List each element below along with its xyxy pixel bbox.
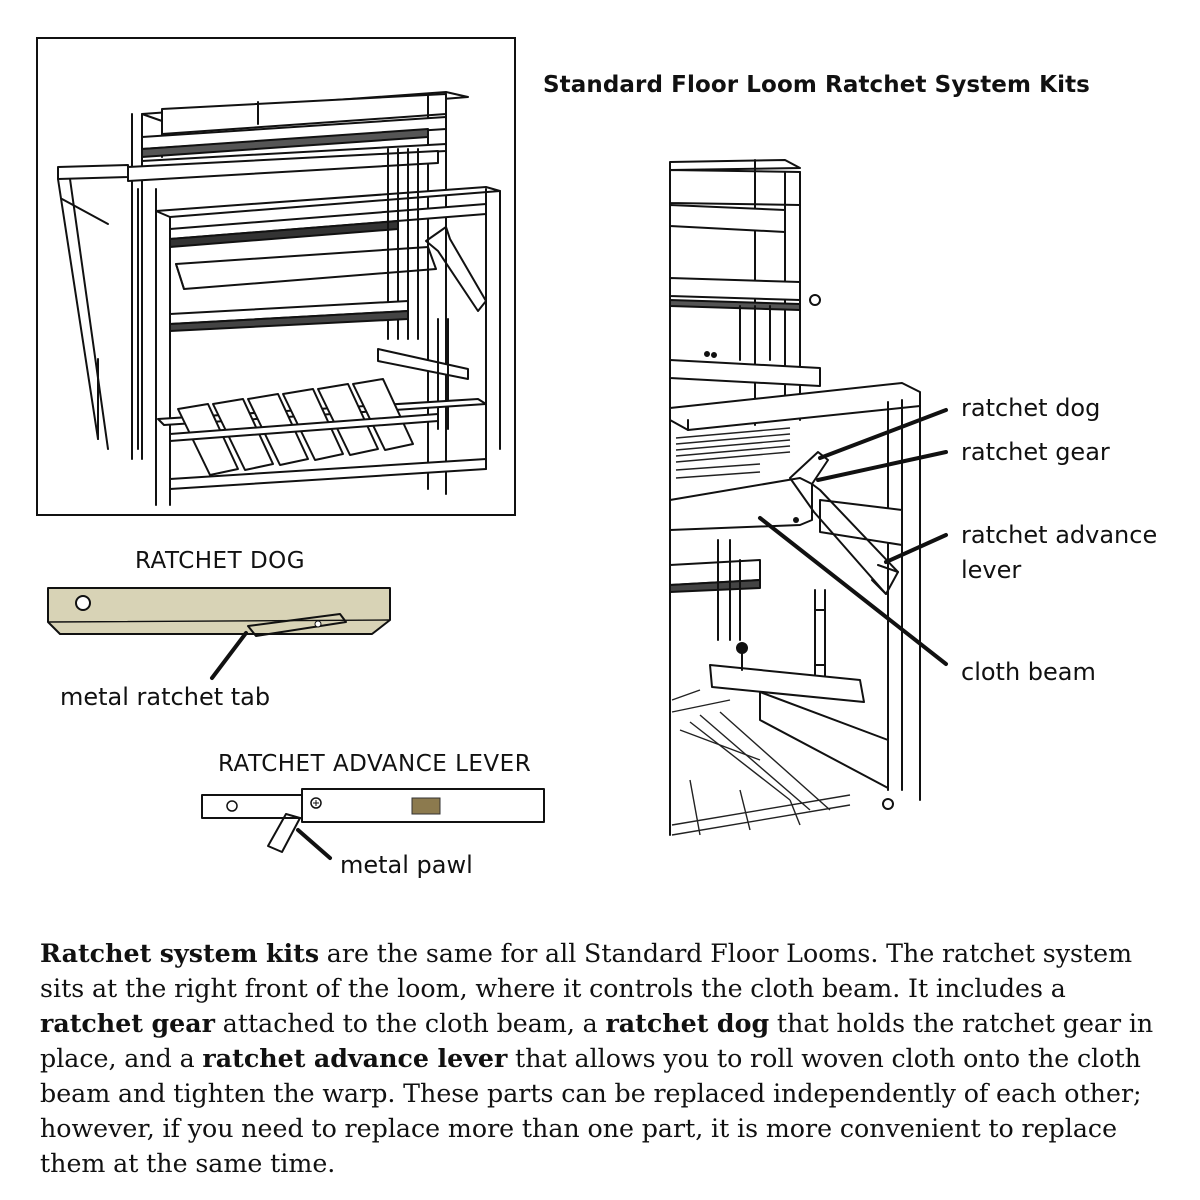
metal-ratchet-tab-shape (247, 613, 347, 637)
leader-metal-pawl (296, 828, 332, 860)
lever-wood-body (301, 788, 545, 823)
term-ratchet-advance-lever: ratchet advance lever (202, 1043, 508, 1073)
label-ratchet-dog: ratchet dog (961, 394, 1101, 422)
label-ratchet-advance-lever-line2: lever (961, 556, 1022, 584)
leader-ratchet-advance-lever (884, 533, 948, 564)
label-cloth-beam: cloth beam (961, 658, 1096, 686)
ratchet-dog-body (47, 587, 391, 635)
page-title: Standard Floor Loom Ratchet System Kits (543, 72, 1090, 98)
leader-cloth-beam (758, 516, 948, 666)
ratchet-lever-overview (425, 226, 487, 312)
detail-lower-frame (669, 539, 894, 810)
loom-overview-figure (36, 37, 516, 516)
leader-ratchet-dog (818, 408, 948, 460)
callout-lines (758, 408, 948, 666)
term-ratchet-system-kits: Ratchet system kits (40, 938, 320, 968)
loom-overview-drawing (57, 91, 501, 506)
detail-cloth-beam (669, 477, 813, 531)
label-ratchet-gear: ratchet gear (961, 438, 1110, 466)
part-title-ratchet-dog: RATCHET DOG (135, 548, 306, 574)
detail-ratchet-parts (789, 451, 899, 595)
lever-logo-icon (411, 797, 441, 815)
loom-back-frame (57, 150, 439, 495)
description-paragraph: Ratchet system kits are the same for all… (40, 938, 1154, 1178)
label-ratchet-advance-lever-line1: ratchet advance (961, 521, 1158, 549)
detail-breast-beam (669, 382, 921, 801)
label-metal-ratchet-tab: metal ratchet tab (60, 683, 271, 711)
term-ratchet-dog: ratchet dog (605, 1008, 770, 1038)
metal-pawl-shape (267, 813, 301, 853)
detail-castle (669, 159, 821, 836)
leader-ratchet-gear (816, 450, 948, 482)
term-ratchet-gear: ratchet gear (40, 1008, 215, 1038)
detail-heddles (675, 427, 791, 479)
detail-treadles (671, 689, 851, 836)
leader-metal-ratchet-tab (210, 631, 248, 680)
label-metal-pawl: metal pawl (340, 851, 473, 879)
loom-treadles (169, 378, 487, 490)
part-title-ratchet-advance-lever: RATCHET ADVANCE LEVER (218, 751, 532, 777)
